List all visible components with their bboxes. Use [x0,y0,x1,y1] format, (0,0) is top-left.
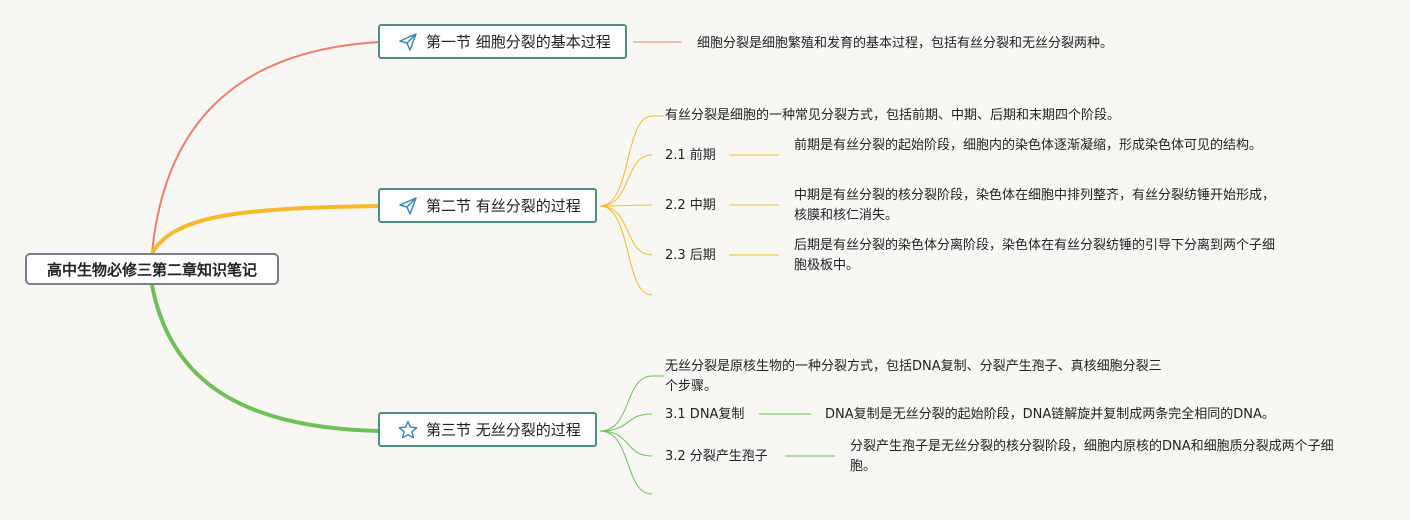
section-2-topic[interactable]: 第二节 有丝分裂的过程 [378,188,597,223]
subtopic-2-1-label[interactable]: 2.1 前期 [665,148,716,163]
subtopic-2-2-label[interactable]: 2.2 中期 [665,198,716,213]
subtopic-3-2-desc: 分裂产生孢子是无丝分裂的核分裂阶段，细胞内原核的DNA和细胞质分裂成两个子细胞。 [850,439,1334,474]
branch-section-1 [151,41,381,254]
section-1-label: 第一节 细胞分裂的基本过程 [426,33,611,51]
connectors-section-2 [599,115,779,296]
connectors-section-3 [599,375,835,495]
section-2-summary: 有丝分裂是细胞的一种常见分裂方式，包括前期、中期、后期和末期四个阶段。 [665,108,1121,123]
subtopic-2-2-desc: 中期是有丝分裂的核分裂阶段，染色体在细胞中排列整齐，有丝分裂纺锤开始形成，核膜和… [794,188,1276,223]
branch-section-3 [150,284,381,433]
paper-plane-icon [398,196,418,216]
root-topic-label: 高中生物必修三第二章知识笔记 [46,260,257,279]
subtopic-3-1-desc: DNA复制是无丝分裂的起始阶段，DNA链解旋并复制成两条完全相同的DNA。 [825,407,1275,422]
branch-section-2 [150,204,381,255]
subtopic-3-2-label[interactable]: 3.2 分裂产生孢子 [665,449,768,464]
subtopic-3-1-label[interactable]: 3.1 DNA复制 [665,407,745,422]
section-3-summary: 无丝分裂是原核生物的一种分裂方式，包括DNA复制、分裂产生孢子、真核细胞分裂三个… [665,359,1162,394]
section-2-label: 第二节 有丝分裂的过程 [426,197,581,215]
subtopic-2-1-desc: 前期是有丝分裂的起始阶段，细胞内的染色体逐渐凝缩，形成染色体可见的结构。 [794,138,1263,153]
section-1-summary: 细胞分裂是细胞繁殖和发育的基本过程，包括有丝分裂和无丝分裂两种。 [697,36,1114,51]
section-3-label: 第三节 无丝分裂的过程 [426,421,581,439]
star-icon [398,420,418,440]
paper-plane-icon [398,32,418,52]
section-3-topic[interactable]: 第三节 无丝分裂的过程 [378,412,597,447]
section-1-topic[interactable]: 第一节 细胞分裂的基本过程 [378,24,627,59]
subtopic-2-3-label[interactable]: 2.3 后期 [665,248,716,263]
root-topic[interactable]: 高中生物必修三第二章知识笔记 [25,253,279,285]
subtopic-2-3-desc: 后期是有丝分裂的染色体分离阶段，染色体在有丝分裂纺锤的引导下分离到两个子细胞极板… [794,238,1276,273]
